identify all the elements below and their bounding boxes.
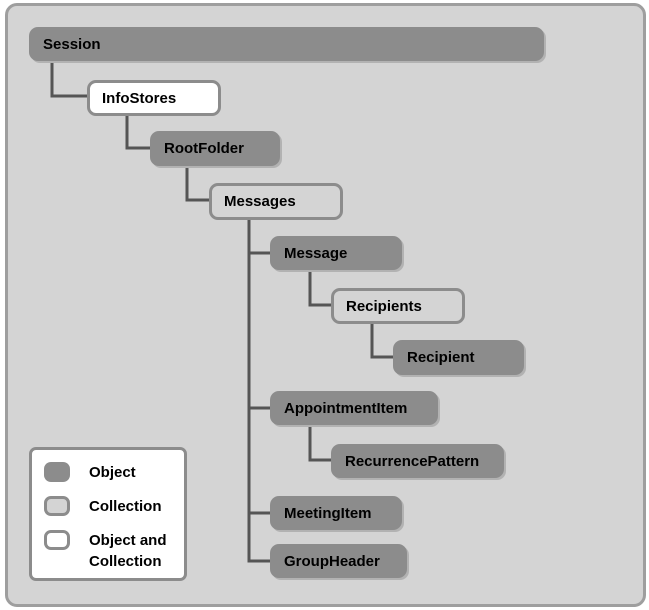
node-session: Session <box>29 27 544 61</box>
node-recipient: Recipient <box>393 340 524 375</box>
connector-recipients-recipient <box>370 321 395 359</box>
node-infostores: InfoStores <box>87 80 221 116</box>
connector-message-recipients <box>308 268 333 307</box>
legend-label-object: Object <box>89 464 136 481</box>
legend-item-object: Object <box>44 462 136 483</box>
object-and-collection-swatch-icon <box>44 530 70 550</box>
connector-messages-trunk <box>247 218 272 563</box>
node-appointmentitem: AppointmentItem <box>270 391 438 425</box>
node-message: Message <box>270 236 402 270</box>
connector-rootfolder-messages <box>185 164 211 202</box>
node-messages: Messages <box>209 183 343 220</box>
node-meetingitem: MeetingItem <box>270 496 402 530</box>
legend-label-object-and-collection: Object and Collection <box>89 532 167 570</box>
node-recipients: Recipients <box>331 288 465 324</box>
collection-swatch-icon <box>44 496 70 516</box>
connector-session-infostores <box>50 59 89 98</box>
connector-appointmentitem-recurrencepattern <box>308 423 333 462</box>
connector-infostores-rootfolder <box>125 114 152 150</box>
legend: Object Collection Object and Collection <box>29 447 187 581</box>
legend-label-collection: Collection <box>89 498 162 515</box>
node-groupheader: GroupHeader <box>270 544 407 578</box>
legend-item-collection: Collection <box>44 496 162 517</box>
object-swatch-icon <box>44 462 70 482</box>
node-recurrencepattern: RecurrencePattern <box>331 444 504 478</box>
node-rootfolder: RootFolder <box>150 131 280 166</box>
legend-item-object-and-collection: Object and Collection <box>44 530 167 572</box>
